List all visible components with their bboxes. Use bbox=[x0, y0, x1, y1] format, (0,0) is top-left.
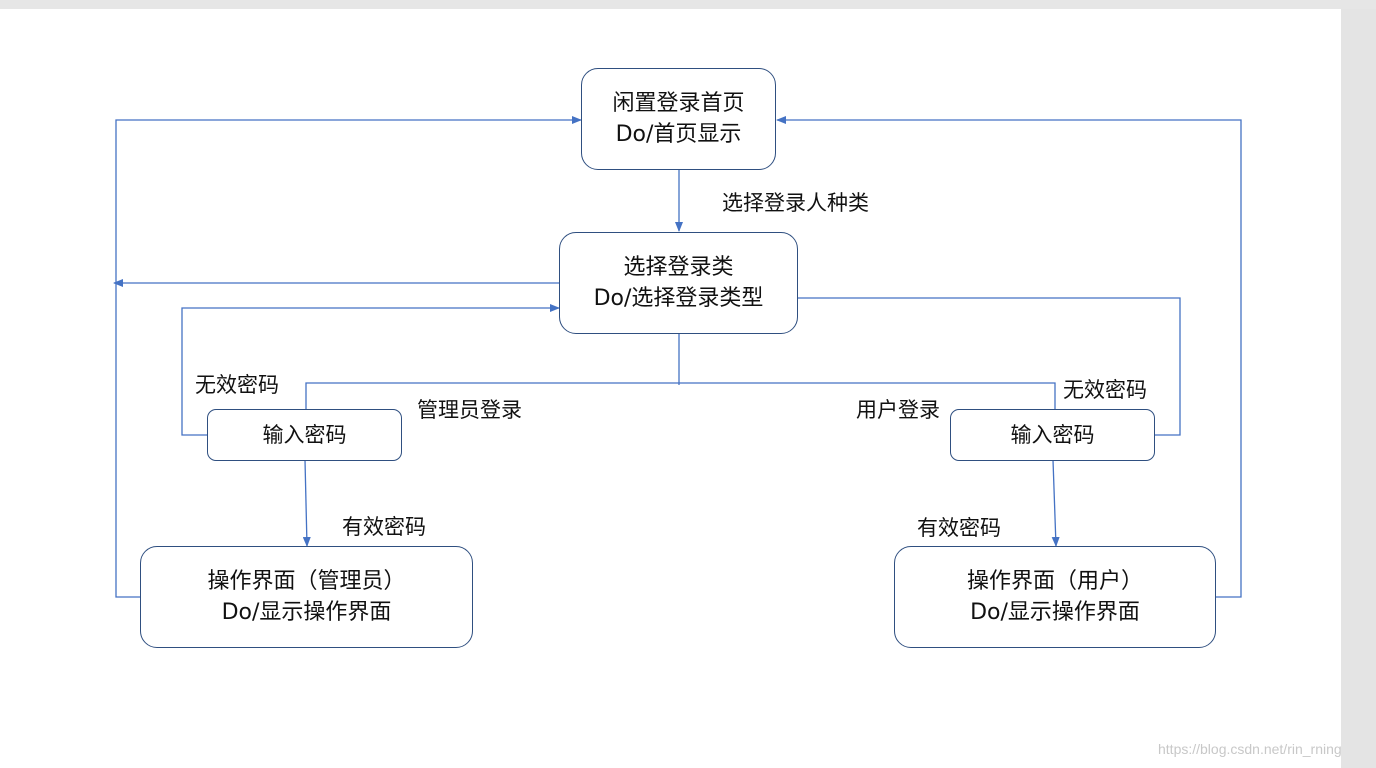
right-scroll-rail[interactable] bbox=[1341, 9, 1376, 768]
node-op-admin: 操作界面（管理员） Do/显示操作界面 bbox=[140, 546, 473, 648]
edge-user-invalid-back bbox=[771, 294, 1181, 436]
node-op-user-title: 操作界面（用户） bbox=[966, 569, 1143, 594]
watermark: https://blog.csdn.net/rin_rning bbox=[1158, 741, 1342, 757]
label-admin-login: 管理员登录 bbox=[417, 398, 522, 422]
node-op-user-action: Do/显示操作界面 bbox=[970, 600, 1140, 625]
edge-user-valid bbox=[1051, 459, 1060, 547]
node-pwd-user-title: 输入密码 bbox=[1010, 422, 1095, 447]
node-op-admin-action: Do/显示操作界面 bbox=[221, 600, 392, 625]
node-idle-home-title: 闲置登录首页 bbox=[612, 91, 745, 116]
node-pwd-admin-title: 输入密码 bbox=[262, 422, 347, 447]
node-select-type-title: 选择登录类 bbox=[623, 255, 734, 280]
node-select-type-action: Do/选择登录类型 bbox=[593, 286, 764, 311]
node-select-type: 选择登录类 Do/选择登录类型 bbox=[559, 232, 798, 334]
edge-admin-op-to-home bbox=[115, 116, 582, 598]
edge-user-op-to-home bbox=[776, 116, 1242, 598]
edge-fork-to-admin-pwd bbox=[305, 382, 679, 410]
label-invalid-left: 无效密码 bbox=[195, 373, 279, 397]
label-user-login: 用户登录 bbox=[856, 398, 940, 422]
label-valid-right: 有效密码 bbox=[917, 516, 1001, 540]
node-idle-home: 闲置登录首页 Do/首页显示 bbox=[581, 68, 776, 170]
node-idle-home-action: Do/首页显示 bbox=[615, 122, 742, 147]
node-pwd-admin: 输入密码 bbox=[207, 409, 402, 461]
edge-fork-to-user-pwd bbox=[679, 382, 1056, 410]
edge-admin-invalid-back bbox=[181, 304, 560, 436]
top-strip bbox=[0, 0, 1376, 9]
node-op-admin-title: 操作界面（管理员） bbox=[207, 569, 406, 594]
label-valid-left: 有效密码 bbox=[342, 515, 426, 539]
edge-admin-valid bbox=[302, 459, 311, 547]
node-op-user: 操作界面（用户） Do/显示操作界面 bbox=[894, 546, 1216, 648]
label-invalid-right: 无效密码 bbox=[1063, 378, 1147, 402]
node-pwd-user: 输入密码 bbox=[950, 409, 1155, 461]
label-select-person-type: 选择登录人种类 bbox=[722, 191, 869, 215]
